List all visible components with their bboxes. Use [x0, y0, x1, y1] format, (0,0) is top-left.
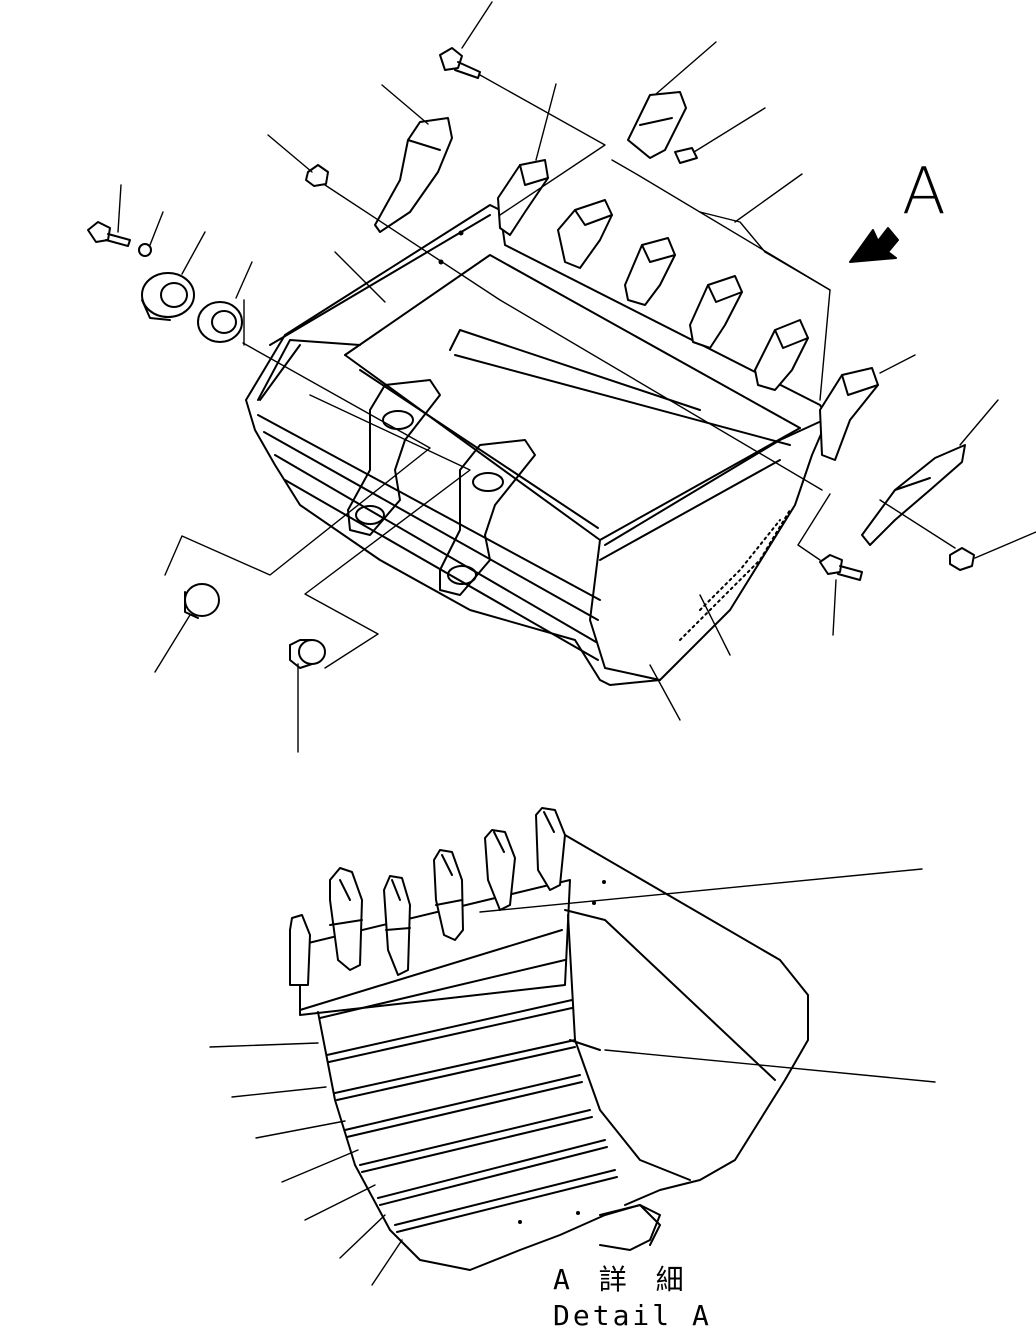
side-cutter-left — [375, 118, 452, 232]
shim-ring — [142, 273, 194, 320]
pin-collar-lower — [290, 640, 325, 668]
bolt-left — [88, 222, 130, 246]
bolt-top — [440, 48, 480, 78]
tooth-point — [628, 92, 686, 158]
detail-teeth — [290, 808, 565, 985]
bolt-right — [820, 555, 862, 580]
tooth-adapter-right — [820, 368, 878, 460]
leader-lines — [118, 2, 1036, 752]
tooth-pin — [675, 148, 697, 163]
detail-a-bucket — [290, 808, 808, 1270]
bushing-lower-left — [185, 584, 219, 618]
detail-caption-japanese: A 詳 細 — [553, 1263, 690, 1296]
wear-strips — [327, 1000, 617, 1232]
nut-right — [950, 548, 974, 570]
view-label-a: A — [902, 155, 946, 229]
pin-boss-left — [348, 380, 440, 535]
bucket-body — [246, 205, 828, 685]
view-direction-arrow — [850, 228, 898, 262]
retainer-ring — [198, 302, 242, 342]
detail-leader-lines — [210, 869, 935, 1285]
rivet-dots — [438, 230, 606, 1224]
detail-caption-english: Detail A — [553, 1299, 712, 1332]
nut-top-left — [306, 165, 328, 186]
pin-boss-right — [440, 440, 535, 595]
washer-left — [139, 244, 151, 256]
side-cutter-right — [862, 445, 965, 545]
bucket-teeth-row — [558, 200, 808, 390]
tooth-adapter-left — [498, 160, 548, 235]
